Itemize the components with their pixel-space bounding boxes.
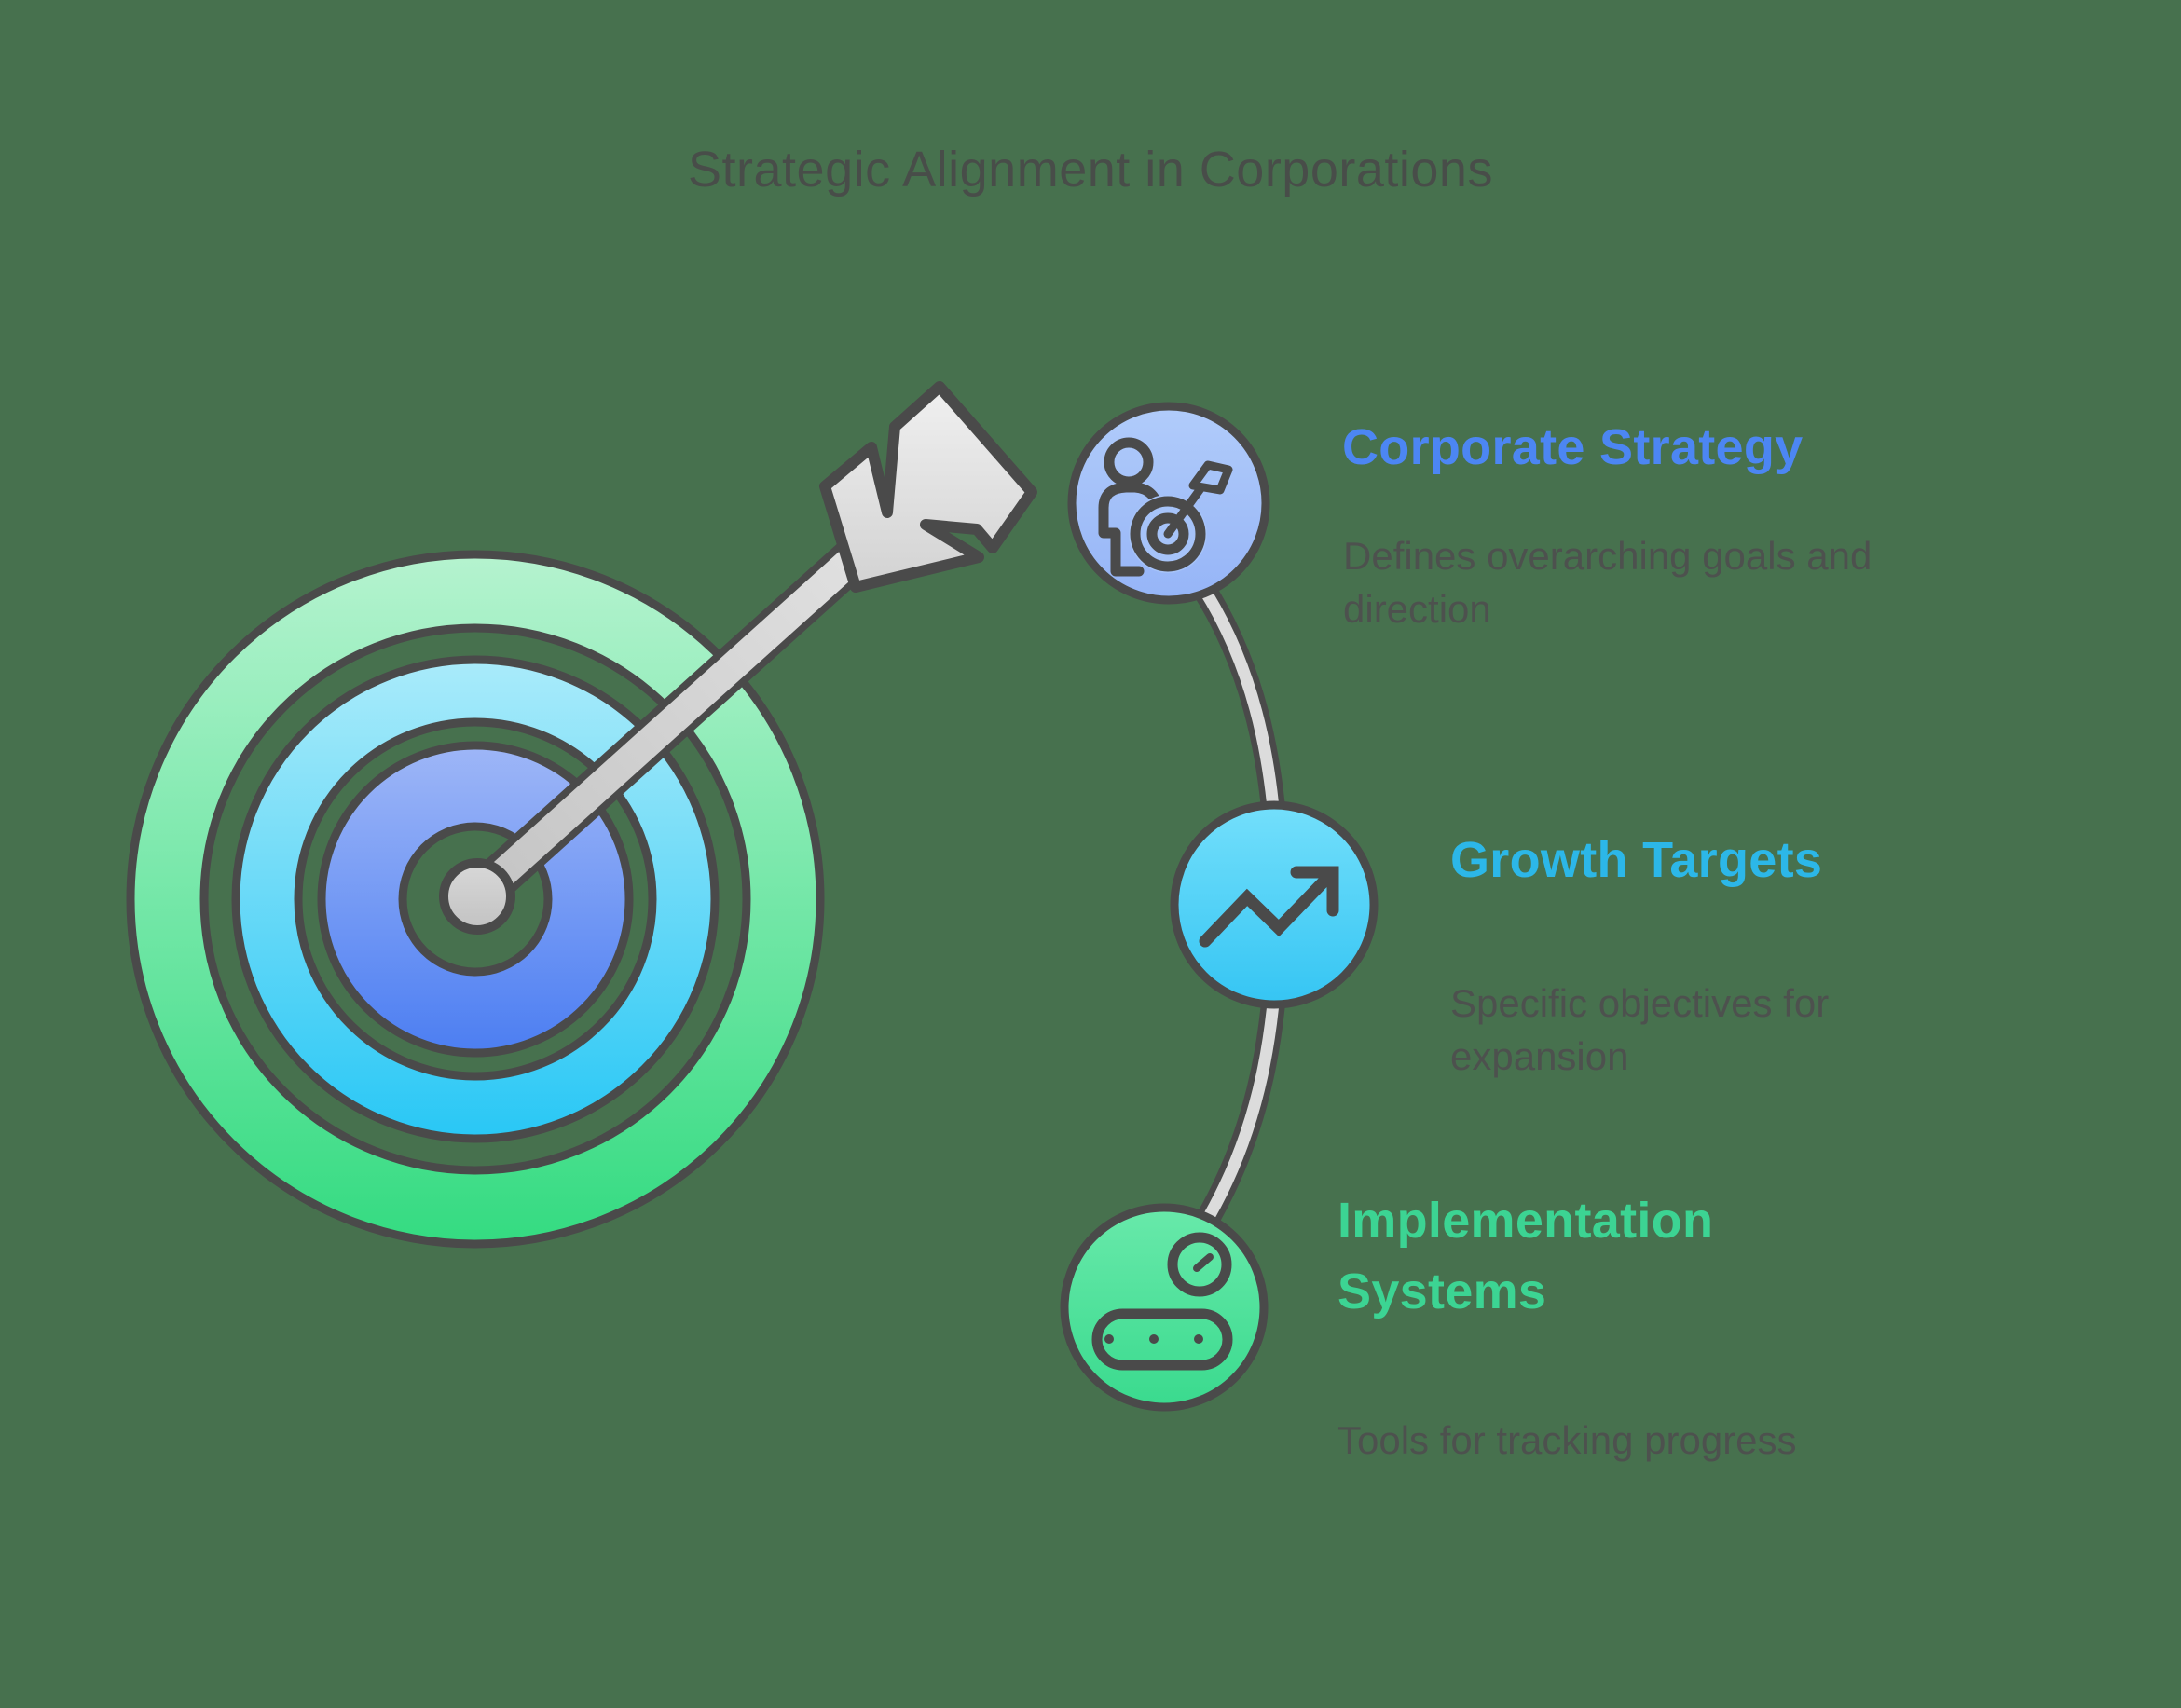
- node-description-corporate-strategy: Defines overarching goals and direction: [1343, 534, 1872, 631]
- trend-up-arrow-icon: [1199, 866, 1339, 948]
- node-label-implementation-systems: Implementation Systems: [1337, 1193, 1714, 1319]
- conveyor-gauge-icon: [1091, 1232, 1233, 1371]
- arrow-fletching: [819, 381, 1037, 593]
- target-bullseye-illustration: [126, 381, 1037, 1249]
- target-middle-ring: [231, 655, 720, 1143]
- page-title: Strategic Alignment in Corporations: [688, 142, 1493, 198]
- node-description-growth-targets: Specific objectives for expansion: [1450, 981, 1830, 1078]
- node-label-growth-targets: Growth Targets: [1450, 832, 1823, 888]
- person-with-target-icon: [1098, 437, 1233, 577]
- target-inner-ring: [317, 741, 634, 1058]
- arrow-pivot: [439, 858, 515, 935]
- arrow-icon: [439, 381, 1037, 935]
- node-circle-growth-targets: [1170, 800, 1379, 1009]
- node-description-implementation-systems: Tools for tracking progress: [1337, 1418, 1797, 1462]
- node-label-corporate-strategy: Corporate Strategy: [1342, 419, 1804, 475]
- target-outer-ring: [126, 550, 825, 1249]
- node-circle-corporate-strategy: [1067, 402, 1270, 605]
- node-circle-implementation-systems: [1060, 1203, 1269, 1412]
